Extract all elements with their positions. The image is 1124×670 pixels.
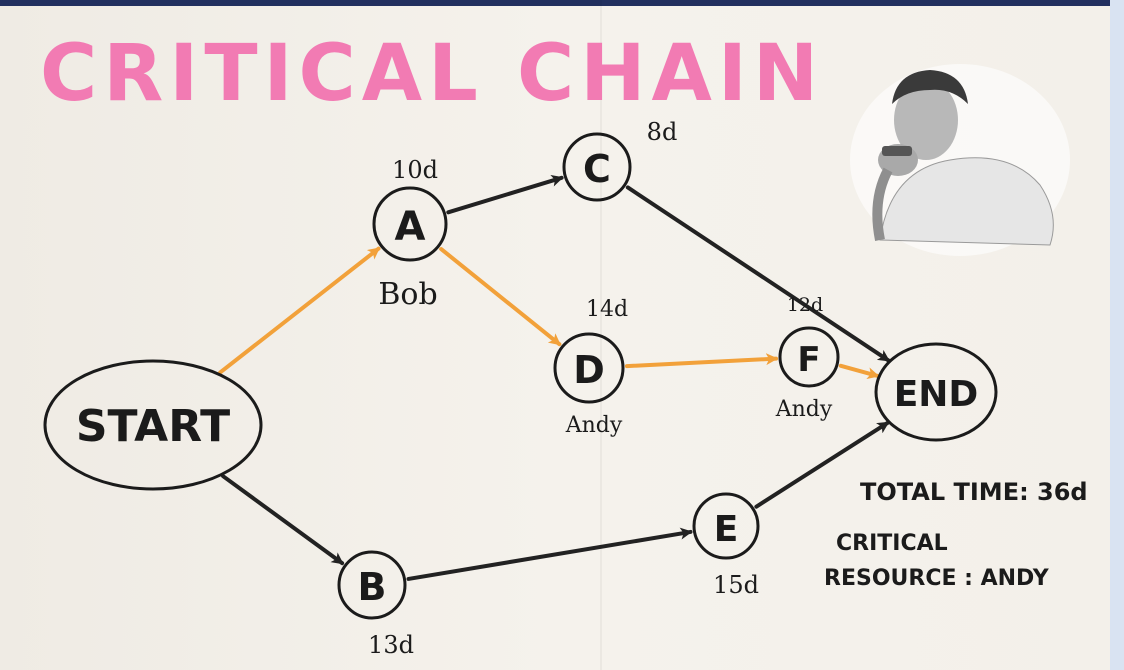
edge-a-d — [441, 249, 559, 344]
total-time-text: TOTAL TIME: 36d — [860, 478, 1088, 506]
node-c-duration: 8d — [647, 118, 678, 146]
node-c: C 8d — [564, 118, 677, 200]
node-end: END — [876, 344, 996, 440]
node-b: B 13d — [339, 552, 414, 659]
edge-c-end — [628, 187, 889, 360]
node-b-label: B — [358, 565, 387, 609]
node-f: F 12d Andy — [775, 294, 838, 422]
edge-b-e — [408, 532, 690, 579]
node-b-duration: 13d — [368, 631, 414, 659]
edge-start-b — [223, 476, 342, 563]
node-d-duration: 14d — [586, 297, 628, 322]
node-d: D 14d Andy — [555, 297, 628, 438]
node-a-duration: 10d — [392, 156, 438, 184]
node-e-label: E — [714, 509, 739, 550]
node-start: START — [45, 361, 261, 489]
node-a: A 10d Bob — [374, 156, 446, 312]
node-a-label: A — [395, 204, 426, 250]
critical-resource-line1: CRITICAL — [836, 531, 948, 556]
node-end-label: END — [894, 374, 979, 415]
node-f-resource: Andy — [775, 397, 833, 422]
edge-d-f — [627, 359, 776, 366]
node-d-resource: Andy — [565, 413, 623, 438]
node-f-duration: 12d — [787, 294, 823, 316]
edge-start-a — [220, 249, 378, 373]
node-start-label: START — [76, 401, 230, 452]
person-photo-icon — [850, 64, 1070, 256]
node-c-label: C — [583, 147, 611, 191]
node-a-resource: Bob — [378, 277, 437, 312]
node-e: E 15d — [694, 494, 759, 599]
page-title: CRITICAL CHAIN — [40, 29, 824, 119]
node-e-duration: 15d — [713, 571, 759, 599]
edge-a-c — [448, 178, 561, 213]
node-f-label: F — [797, 340, 820, 380]
edge-f-end — [841, 366, 878, 376]
critical-resource-line2: RESOURCE : ANDY — [824, 566, 1050, 591]
node-d-label: D — [573, 348, 605, 392]
